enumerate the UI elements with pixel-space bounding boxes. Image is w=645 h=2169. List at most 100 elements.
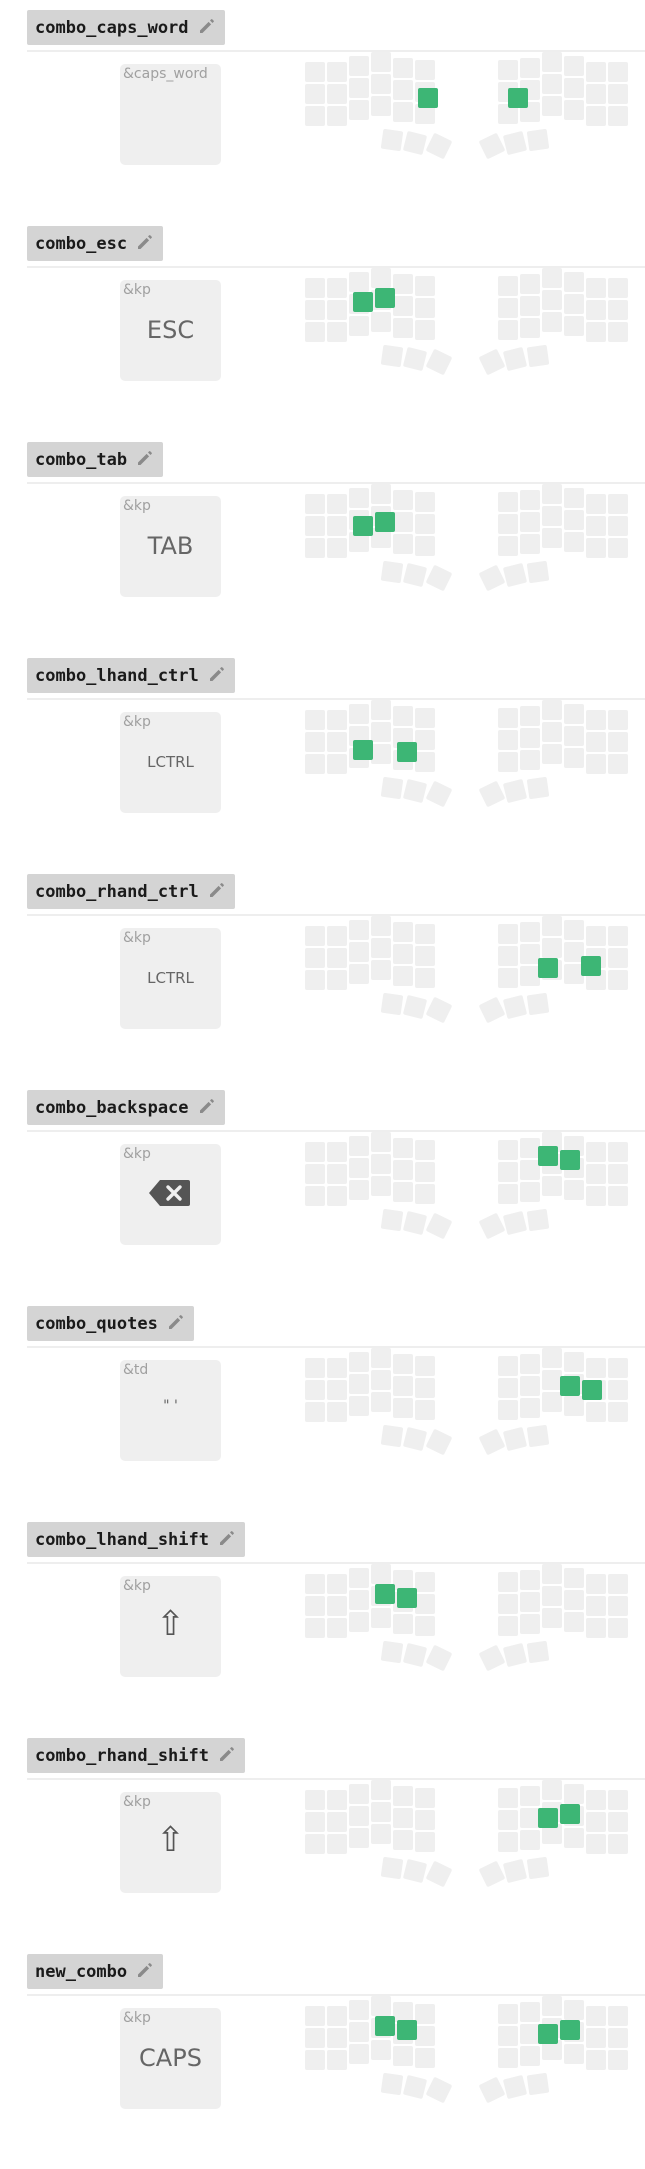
- key[interactable]: [327, 278, 347, 298]
- key[interactable]: [305, 322, 325, 342]
- key[interactable]: [520, 1138, 540, 1158]
- key[interactable]: [520, 1592, 540, 1612]
- key[interactable]: [415, 730, 435, 750]
- key[interactable]: [393, 1786, 413, 1806]
- key[interactable]: [520, 296, 540, 316]
- key[interactable]: [415, 1572, 435, 1592]
- key[interactable]: [498, 60, 518, 80]
- key[interactable]: [479, 2077, 506, 2104]
- key[interactable]: [305, 2028, 325, 2048]
- key[interactable]: [503, 2075, 527, 2099]
- key[interactable]: [479, 565, 506, 592]
- key[interactable]: [393, 1138, 413, 1158]
- key[interactable]: [503, 1427, 527, 1451]
- combo-key-active[interactable]: [397, 1588, 417, 1608]
- key[interactable]: [371, 1370, 391, 1390]
- key[interactable]: [542, 52, 562, 72]
- key[interactable]: [349, 1352, 369, 1372]
- key[interactable]: [327, 2028, 347, 2048]
- key[interactable]: [586, 538, 606, 558]
- key[interactable]: [520, 1614, 540, 1634]
- key[interactable]: [327, 1618, 347, 1638]
- key[interactable]: [393, 2002, 413, 2022]
- key[interactable]: [415, 2048, 435, 2068]
- key[interactable]: [564, 748, 584, 768]
- combo-name-tag[interactable]: combo_lhand_ctrl: [27, 658, 235, 693]
- key[interactable]: [305, 516, 325, 536]
- key[interactable]: [380, 128, 404, 152]
- key[interactable]: [542, 1348, 562, 1368]
- key[interactable]: [426, 349, 453, 376]
- key[interactable]: [542, 722, 562, 742]
- key[interactable]: [426, 997, 453, 1024]
- key[interactable]: [586, 1790, 606, 1810]
- key[interactable]: [520, 1808, 540, 1828]
- key[interactable]: [564, 272, 584, 292]
- key[interactable]: [415, 276, 435, 296]
- key[interactable]: [327, 1596, 347, 1616]
- key[interactable]: [564, 2000, 584, 2020]
- key[interactable]: [608, 1834, 628, 1854]
- key[interactable]: [371, 1996, 391, 2016]
- key[interactable]: [349, 1568, 369, 1588]
- binding-key[interactable]: &kp⇧: [120, 1792, 221, 1893]
- key[interactable]: [305, 278, 325, 298]
- key[interactable]: [403, 1859, 427, 1883]
- key[interactable]: [608, 926, 628, 946]
- key[interactable]: [479, 1429, 506, 1456]
- combo-key-active[interactable]: [560, 2020, 580, 2040]
- key[interactable]: [586, 300, 606, 320]
- key[interactable]: [498, 1184, 518, 1204]
- key[interactable]: [393, 706, 413, 726]
- key[interactable]: [542, 916, 562, 936]
- key[interactable]: [327, 754, 347, 774]
- pencil-icon[interactable]: [189, 1096, 217, 1120]
- key[interactable]: [415, 1162, 435, 1182]
- key[interactable]: [564, 1828, 584, 1848]
- key[interactable]: [393, 1808, 413, 1828]
- key[interactable]: [498, 1810, 518, 1830]
- key[interactable]: [586, 2050, 606, 2070]
- key[interactable]: [305, 2006, 325, 2026]
- key[interactable]: [542, 74, 562, 94]
- combo-key-active[interactable]: [508, 88, 528, 108]
- key[interactable]: [608, 2050, 628, 2070]
- key[interactable]: [349, 1396, 369, 1416]
- key[interactable]: [327, 84, 347, 104]
- key[interactable]: [520, 1570, 540, 1590]
- key[interactable]: [415, 946, 435, 966]
- key[interactable]: [479, 997, 506, 1024]
- key[interactable]: [542, 312, 562, 332]
- key[interactable]: [371, 1176, 391, 1196]
- key[interactable]: [520, 1398, 540, 1418]
- key[interactable]: [564, 964, 584, 984]
- combo-key-active[interactable]: [375, 512, 395, 532]
- key[interactable]: [586, 1142, 606, 1162]
- key[interactable]: [393, 512, 413, 532]
- key[interactable]: [586, 1596, 606, 1616]
- key[interactable]: [608, 322, 628, 342]
- key[interactable]: [393, 80, 413, 100]
- key[interactable]: [586, 516, 606, 536]
- key[interactable]: [520, 922, 540, 942]
- pencil-icon[interactable]: [189, 16, 217, 40]
- key[interactable]: [586, 732, 606, 752]
- key[interactable]: [380, 560, 404, 584]
- key[interactable]: [479, 349, 506, 376]
- combo-name-tag[interactable]: combo_rhand_ctrl: [27, 874, 235, 909]
- key[interactable]: [520, 728, 540, 748]
- key[interactable]: [393, 534, 413, 554]
- key[interactable]: [520, 1376, 540, 1396]
- key[interactable]: [586, 754, 606, 774]
- key[interactable]: [520, 512, 540, 532]
- key[interactable]: [564, 920, 584, 940]
- key[interactable]: [503, 131, 527, 155]
- key[interactable]: [349, 2044, 369, 2064]
- key[interactable]: [415, 1788, 435, 1808]
- key[interactable]: [542, 290, 562, 310]
- key[interactable]: [479, 133, 506, 160]
- key[interactable]: [380, 1208, 404, 1232]
- key[interactable]: [349, 1180, 369, 1200]
- key[interactable]: [305, 2050, 325, 2070]
